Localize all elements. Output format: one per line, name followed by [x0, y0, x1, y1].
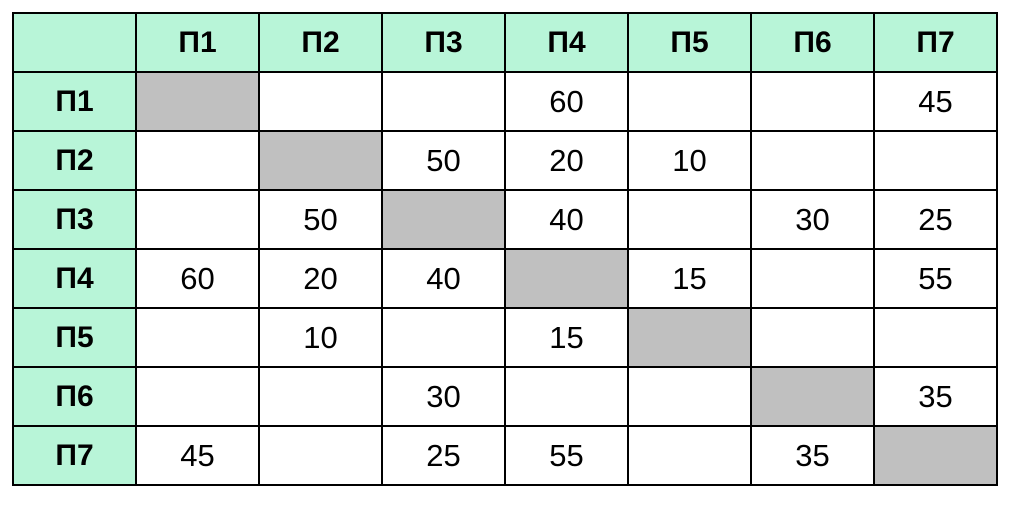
diagonal-cell — [135, 71, 260, 132]
column-header: П5 — [627, 12, 752, 73]
table-cell — [135, 189, 260, 250]
table-cell — [750, 248, 875, 309]
diagonal-cell — [750, 366, 875, 427]
table-cell: 50 — [381, 130, 506, 191]
table-cell: 60 — [135, 248, 260, 309]
table-row: П6 30 35 — [12, 366, 998, 427]
table-cell: 45 — [873, 71, 998, 132]
table-row: П7 45 25 55 35 — [12, 425, 998, 486]
table-cell — [750, 130, 875, 191]
table-row: П2 50 20 10 — [12, 130, 998, 191]
row-header: П6 — [12, 366, 137, 427]
table-cell: 55 — [504, 425, 629, 486]
table-cell — [627, 425, 752, 486]
table-cell — [627, 71, 752, 132]
table-row: П1 60 45 — [12, 71, 998, 132]
table-cell — [627, 366, 752, 427]
table-cell — [135, 366, 260, 427]
table-cell: 35 — [873, 366, 998, 427]
table-cell: 55 — [873, 248, 998, 309]
table-cell: 25 — [873, 189, 998, 250]
table-cell — [873, 307, 998, 368]
table-cell: 30 — [750, 189, 875, 250]
row-header: П4 — [12, 248, 137, 309]
table-cell — [258, 425, 383, 486]
diagonal-cell — [504, 248, 629, 309]
corner-cell — [12, 12, 137, 73]
column-header: П4 — [504, 12, 629, 73]
row-header: П5 — [12, 307, 137, 368]
table-cell — [258, 71, 383, 132]
table-cell — [627, 189, 752, 250]
table-cell: 40 — [381, 248, 506, 309]
table-cell: 10 — [258, 307, 383, 368]
table-row: П4 60 20 40 15 55 — [12, 248, 998, 309]
table-cell: 35 — [750, 425, 875, 486]
table-cell: 15 — [627, 248, 752, 309]
table-row: П3 50 40 30 25 — [12, 189, 998, 250]
diagonal-cell — [873, 425, 998, 486]
diagonal-cell — [627, 307, 752, 368]
column-header: П7 — [873, 12, 998, 73]
table-cell: 30 — [381, 366, 506, 427]
diagonal-cell — [381, 189, 506, 250]
header-row: П1 П2 П3 П4 П5 П6 П7 — [12, 12, 998, 73]
table-cell: 45 — [135, 425, 260, 486]
row-header: П7 — [12, 425, 137, 486]
diagonal-cell — [258, 130, 383, 191]
table-cell — [258, 366, 383, 427]
table-cell — [750, 307, 875, 368]
table-cell — [504, 366, 629, 427]
table-cell — [873, 130, 998, 191]
row-header: П3 — [12, 189, 137, 250]
table-cell: 15 — [504, 307, 629, 368]
table-cell: 40 — [504, 189, 629, 250]
column-header: П2 — [258, 12, 383, 73]
table-cell: 50 — [258, 189, 383, 250]
table-cell: 20 — [258, 248, 383, 309]
table-cell: 10 — [627, 130, 752, 191]
table-cell: 60 — [504, 71, 629, 132]
distance-matrix-table: П1 П2 П3 П4 П5 П6 П7 П1 60 45 П2 50 20 1… — [12, 12, 998, 486]
row-header: П1 — [12, 71, 137, 132]
column-header: П3 — [381, 12, 506, 73]
table-cell: 25 — [381, 425, 506, 486]
table-cell — [135, 130, 260, 191]
table-cell — [135, 307, 260, 368]
table-cell — [381, 307, 506, 368]
table-cell — [381, 71, 506, 132]
column-header: П6 — [750, 12, 875, 73]
column-header: П1 — [135, 12, 260, 73]
row-header: П2 — [12, 130, 137, 191]
table-row: П5 10 15 — [12, 307, 998, 368]
table-cell: 20 — [504, 130, 629, 191]
table-cell — [750, 71, 875, 132]
